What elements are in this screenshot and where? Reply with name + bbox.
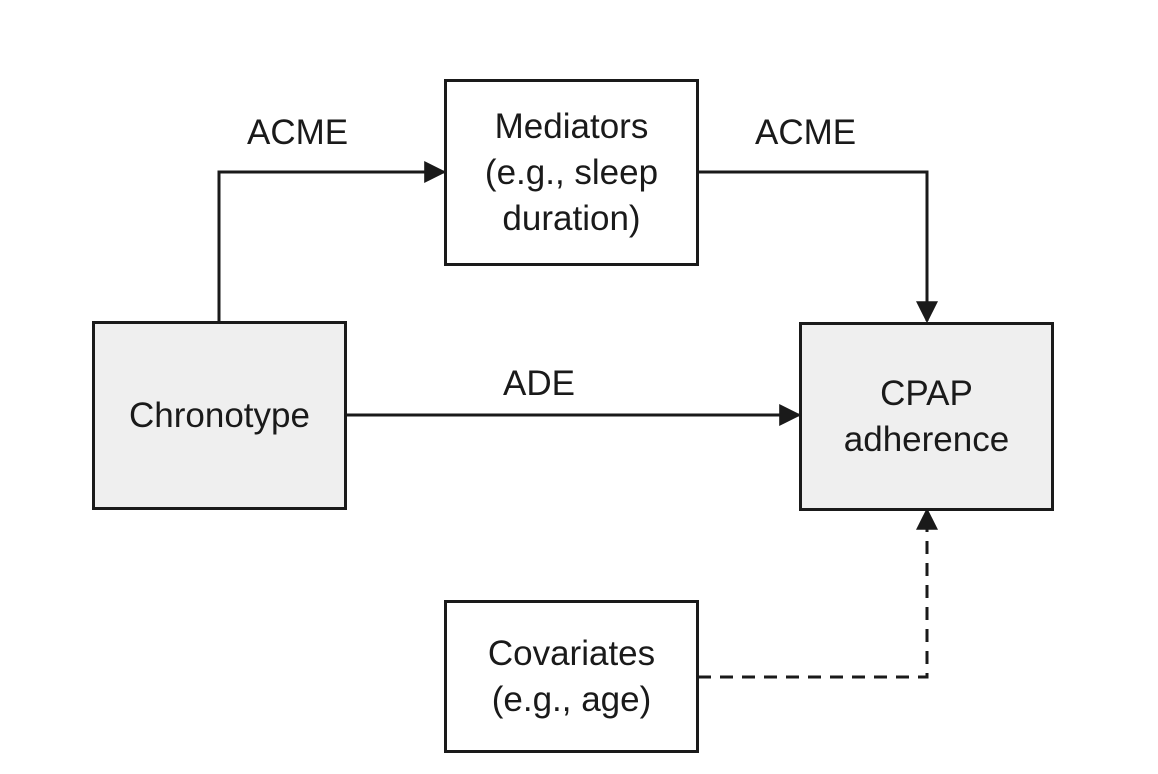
arrow-mediators-to-cpap	[698, 170, 938, 324]
mediators-line-2: (e.g., sleep	[484, 152, 659, 192]
covariates-line-1: Covariates	[487, 633, 656, 673]
mediators-line-3: duration)	[502, 198, 641, 238]
mediators-node: Mediators (e.g., sleep duration)	[444, 79, 699, 266]
edge-label-acme-right: ACME	[755, 113, 857, 152]
edge-label-acme-left: ACME	[247, 113, 349, 152]
covariates-node: Covariates (e.g., age)	[444, 600, 699, 753]
covariates-line-2: (e.g., age)	[491, 679, 652, 719]
chronotype-label: Chronotype	[129, 395, 310, 435]
mediators-line-1: Mediators	[494, 106, 649, 146]
arrow-covariates-to-cpap	[698, 507, 938, 679]
edge-label-ade: ADE	[503, 364, 575, 403]
arrow-chronotype-to-mediators	[217, 161, 447, 322]
cpap-line-2: adherence	[843, 419, 1010, 459]
chronotype-node: Chronotype	[92, 321, 347, 510]
cpap-adherence-node: CPAP adherence	[799, 322, 1054, 511]
cpap-line-1: CPAP	[880, 373, 973, 413]
